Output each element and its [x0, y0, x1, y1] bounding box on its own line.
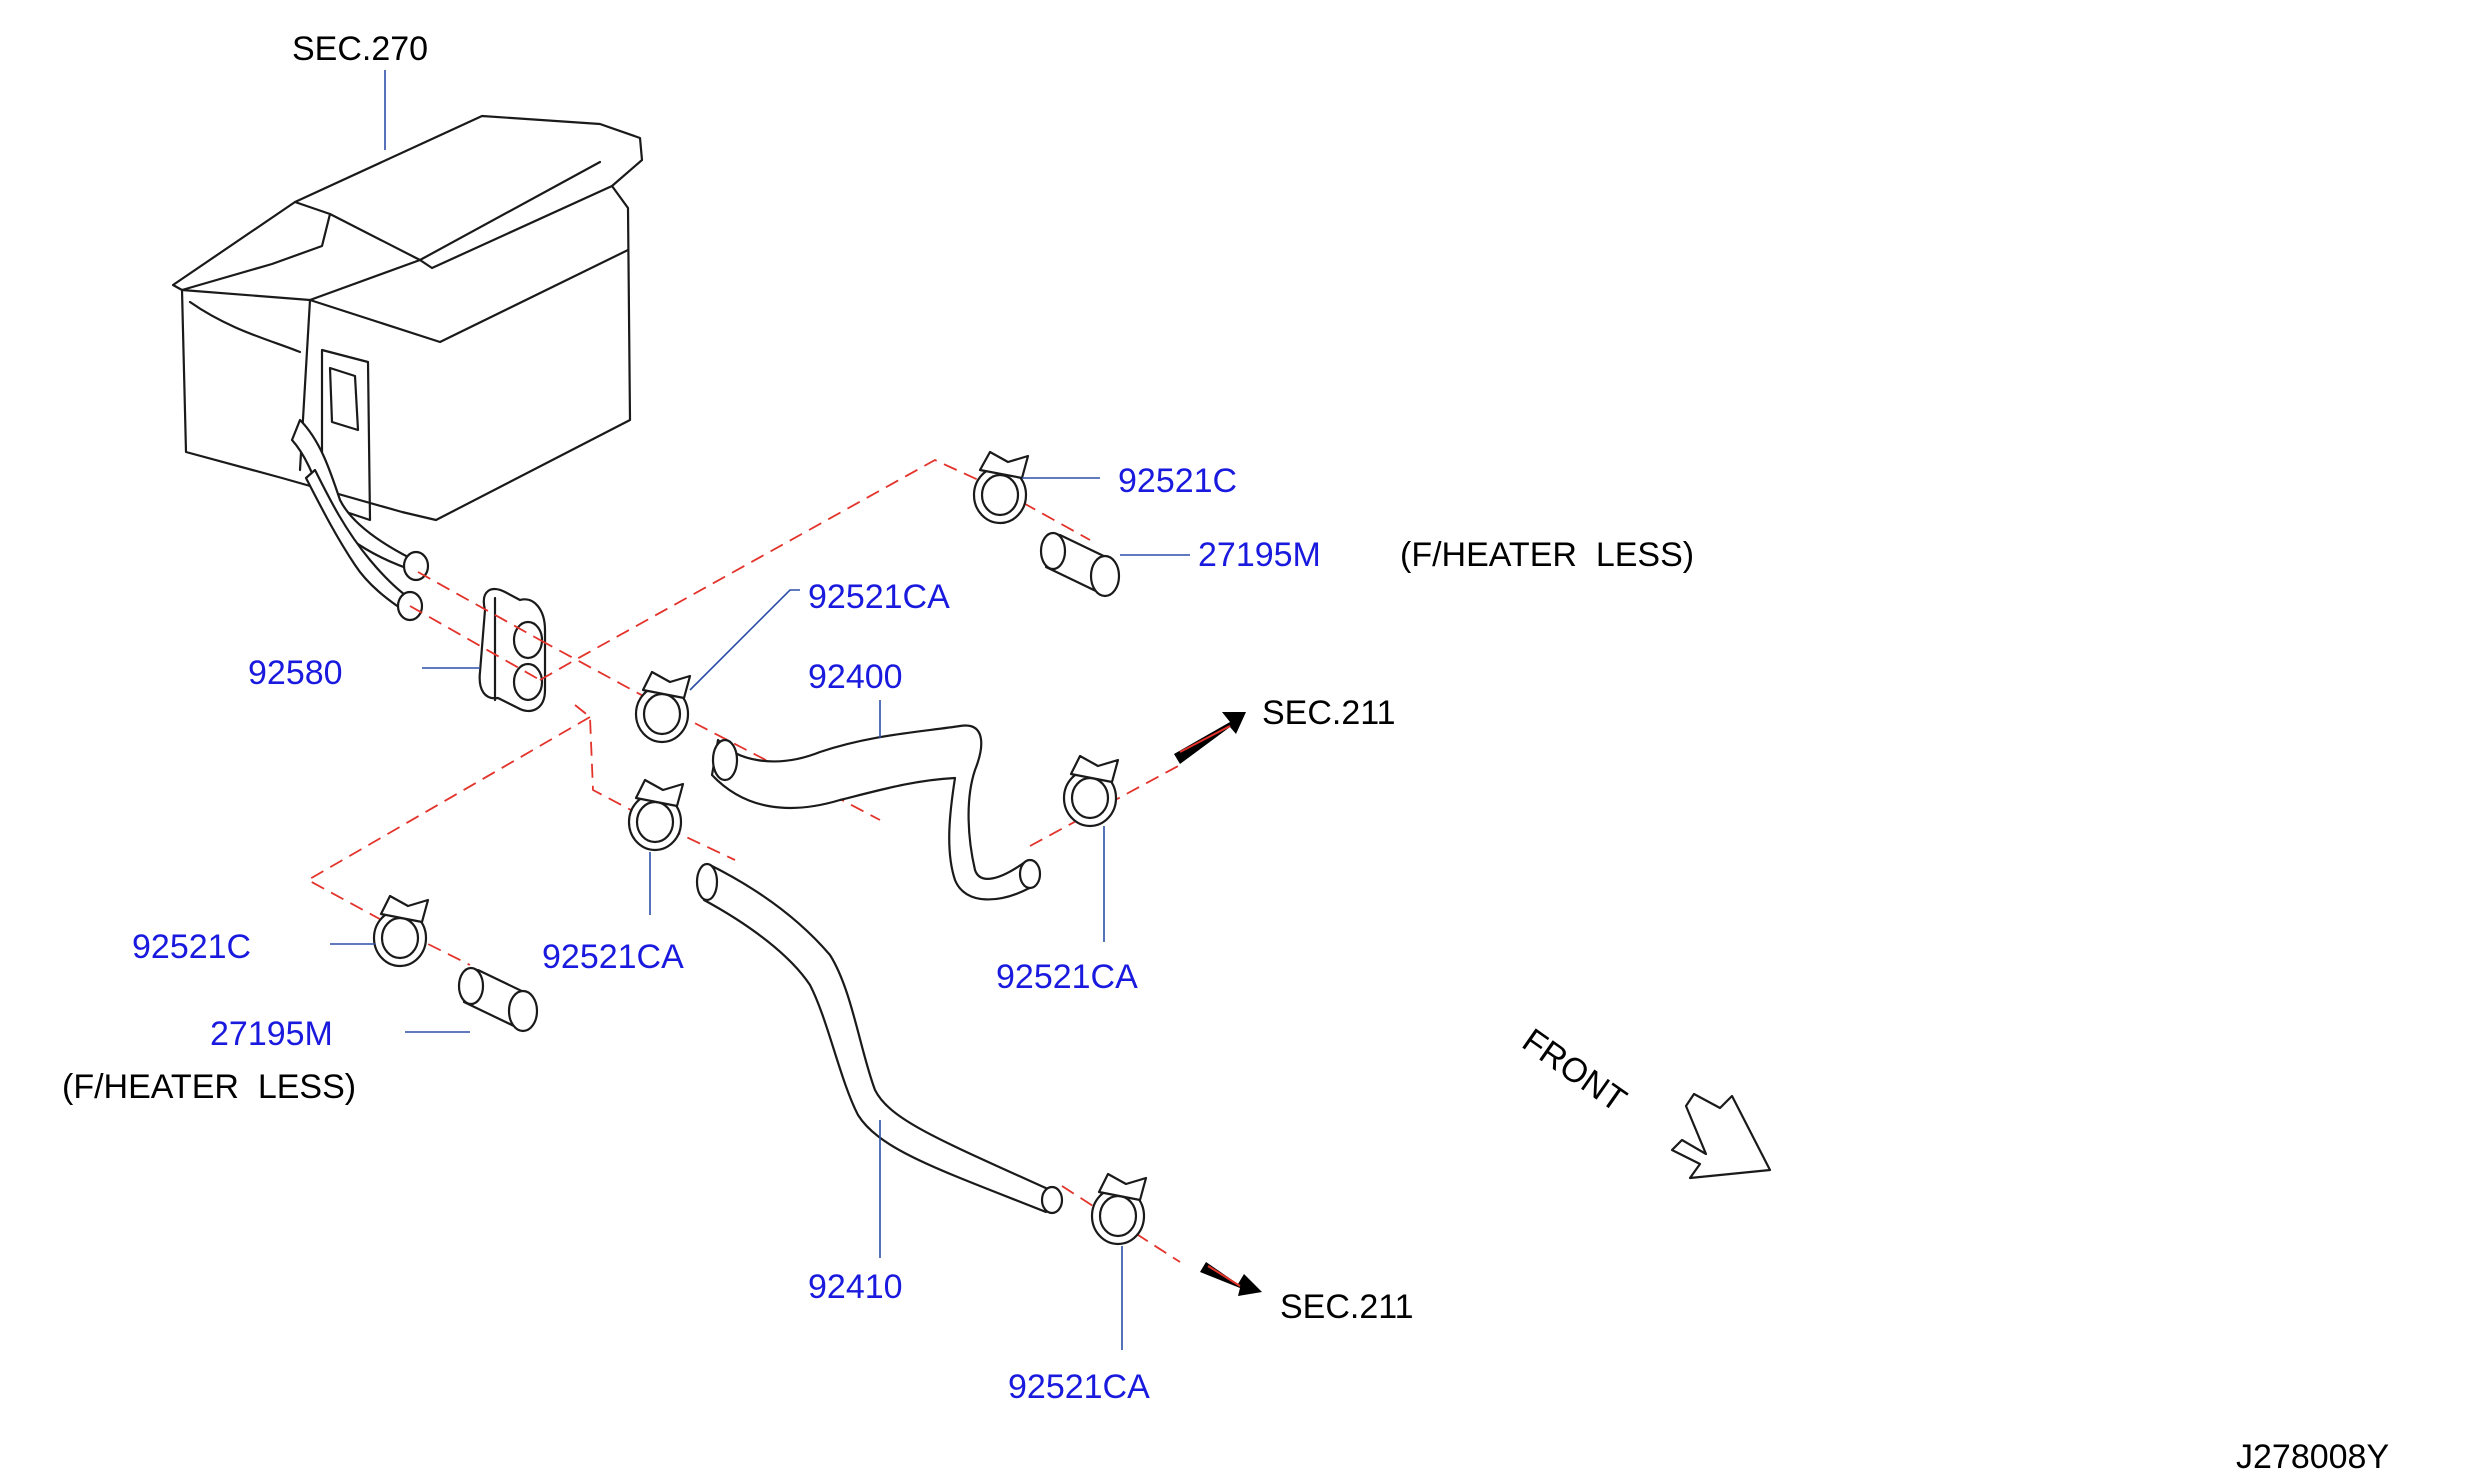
part-27195m-lower: 27195M	[210, 1015, 333, 1053]
part-92521ca-lower-right: 92521CA	[1008, 1368, 1150, 1406]
front-label: FRONT	[1515, 1021, 1633, 1119]
clamp-92521ca-lower-right	[1090, 1172, 1148, 1246]
part-92521c-upper: 92521C	[1118, 462, 1237, 500]
sec-270-label: SEC.270	[292, 30, 428, 68]
hose-92410	[695, 862, 1064, 1215]
arrow-to-sec211-lower	[1200, 1262, 1262, 1296]
part-92400: 92400	[808, 658, 903, 696]
note-f-heater-less-lower: (F/HEATER LESS)	[62, 1068, 356, 1106]
part-92521ca-upper-right: 92521CA	[996, 958, 1138, 996]
part-92521ca-middle: 92521CA	[542, 938, 684, 976]
heater-unit	[171, 114, 644, 622]
front-arrow-icon	[1670, 1092, 1772, 1180]
part-92580: 92580	[248, 654, 343, 692]
note-f-heater-less-upper: (F/HEATER LESS)	[1400, 536, 1694, 574]
cap-27195m-upper	[1039, 531, 1121, 598]
clamp-92521ca-upper	[634, 670, 692, 744]
clamp-92521ca-middle	[627, 778, 685, 852]
part-27195m-upper: 27195M	[1198, 536, 1321, 574]
clamp-92521c-lower	[372, 894, 430, 968]
hose-92400	[710, 724, 1042, 901]
part-92410: 92410	[808, 1268, 903, 1306]
clamp-92521ca-upper-right	[1062, 754, 1120, 828]
clamp-92521c-upper	[972, 450, 1030, 525]
sec-211-upper-label: SEC.211	[1262, 694, 1396, 732]
arrow-to-sec211-upper	[1174, 712, 1246, 764]
connection-lines	[306, 458, 1181, 1263]
diagram-code: J278008Y	[2236, 1438, 2389, 1476]
part-92521c-lower: 92521C	[132, 928, 251, 966]
cap-27195m-lower	[457, 966, 539, 1033]
part-92521ca-upper: 92521CA	[808, 578, 950, 616]
grommet-92580	[478, 587, 547, 713]
sec-211-lower-label: SEC.211	[1280, 1288, 1414, 1326]
leader-lines	[330, 70, 1190, 1350]
